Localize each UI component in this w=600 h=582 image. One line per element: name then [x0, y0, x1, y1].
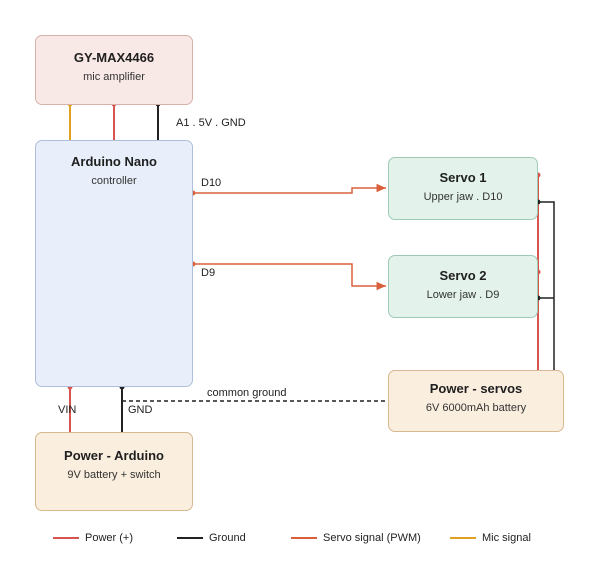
mic-amplifier-box: GY-MAX4466 mic amplifier	[35, 35, 193, 105]
servo-1-title: Servo 1	[439, 170, 487, 185]
wire-d9-signal	[193, 263, 386, 291]
mic-amplifier-subtitle: mic amplifier	[83, 71, 145, 83]
servo-2-subtitle: Lower jaw . D9	[426, 289, 500, 301]
mic-amplifier-title: GY-MAX4466	[73, 50, 155, 65]
servo-2-title: Servo 2	[439, 268, 487, 283]
legend-servo-signal-swatch	[291, 537, 317, 539]
legend-servo-signal: Servo signal (PWM)	[291, 531, 421, 545]
wire-servo-ground	[538, 201, 555, 370]
power-arduino-subtitle: 9V battery + switch	[67, 469, 161, 481]
servo-1-subtitle: Upper jaw . D10	[423, 191, 503, 203]
power-arduino-title: Power - Arduino	[64, 448, 164, 463]
power-servos-title: Power - servos	[429, 381, 523, 396]
servo-2-box: Servo 2 Lower jaw . D9	[388, 255, 538, 318]
vin-label: VIN	[58, 404, 77, 416]
legend-ground: Ground	[177, 531, 246, 545]
legend-mic-signal: Mic signal	[450, 531, 531, 545]
legend-ground-swatch	[177, 537, 203, 539]
power-servos-box: Power - servos 6V 6000mAh battery	[388, 370, 564, 432]
arduino-nano-title: Arduino Nano	[71, 154, 157, 169]
gnd-label: GND	[128, 404, 153, 416]
legend-power: Power (+)	[53, 531, 133, 545]
d10-label: D10	[201, 177, 222, 189]
arduino-nano-box: Arduino Nano controller	[35, 140, 193, 387]
common-ground-label: common ground	[207, 387, 287, 399]
d9-label: D9	[201, 267, 216, 279]
wire-d10-signal	[193, 183, 386, 194]
legend-power-label: Power (+)	[85, 532, 133, 544]
arduino-nano-subtitle: controller	[91, 175, 137, 187]
legend-ground-label: Ground	[209, 532, 246, 544]
servo-1-box: Servo 1 Upper jaw . D10	[388, 157, 538, 220]
legend-servo-signal-label: Servo signal (PWM)	[323, 532, 421, 544]
mic-pins-label: A1 . 5V . GND	[176, 117, 246, 129]
power-servos-subtitle: 6V 6000mAh battery	[425, 402, 527, 414]
legend-mic-signal-label: Mic signal	[482, 532, 531, 544]
legend-mic-signal-swatch	[450, 537, 476, 539]
legend-power-swatch	[53, 537, 79, 539]
power-arduino-box: Power - Arduino 9V battery + switch	[35, 432, 193, 511]
